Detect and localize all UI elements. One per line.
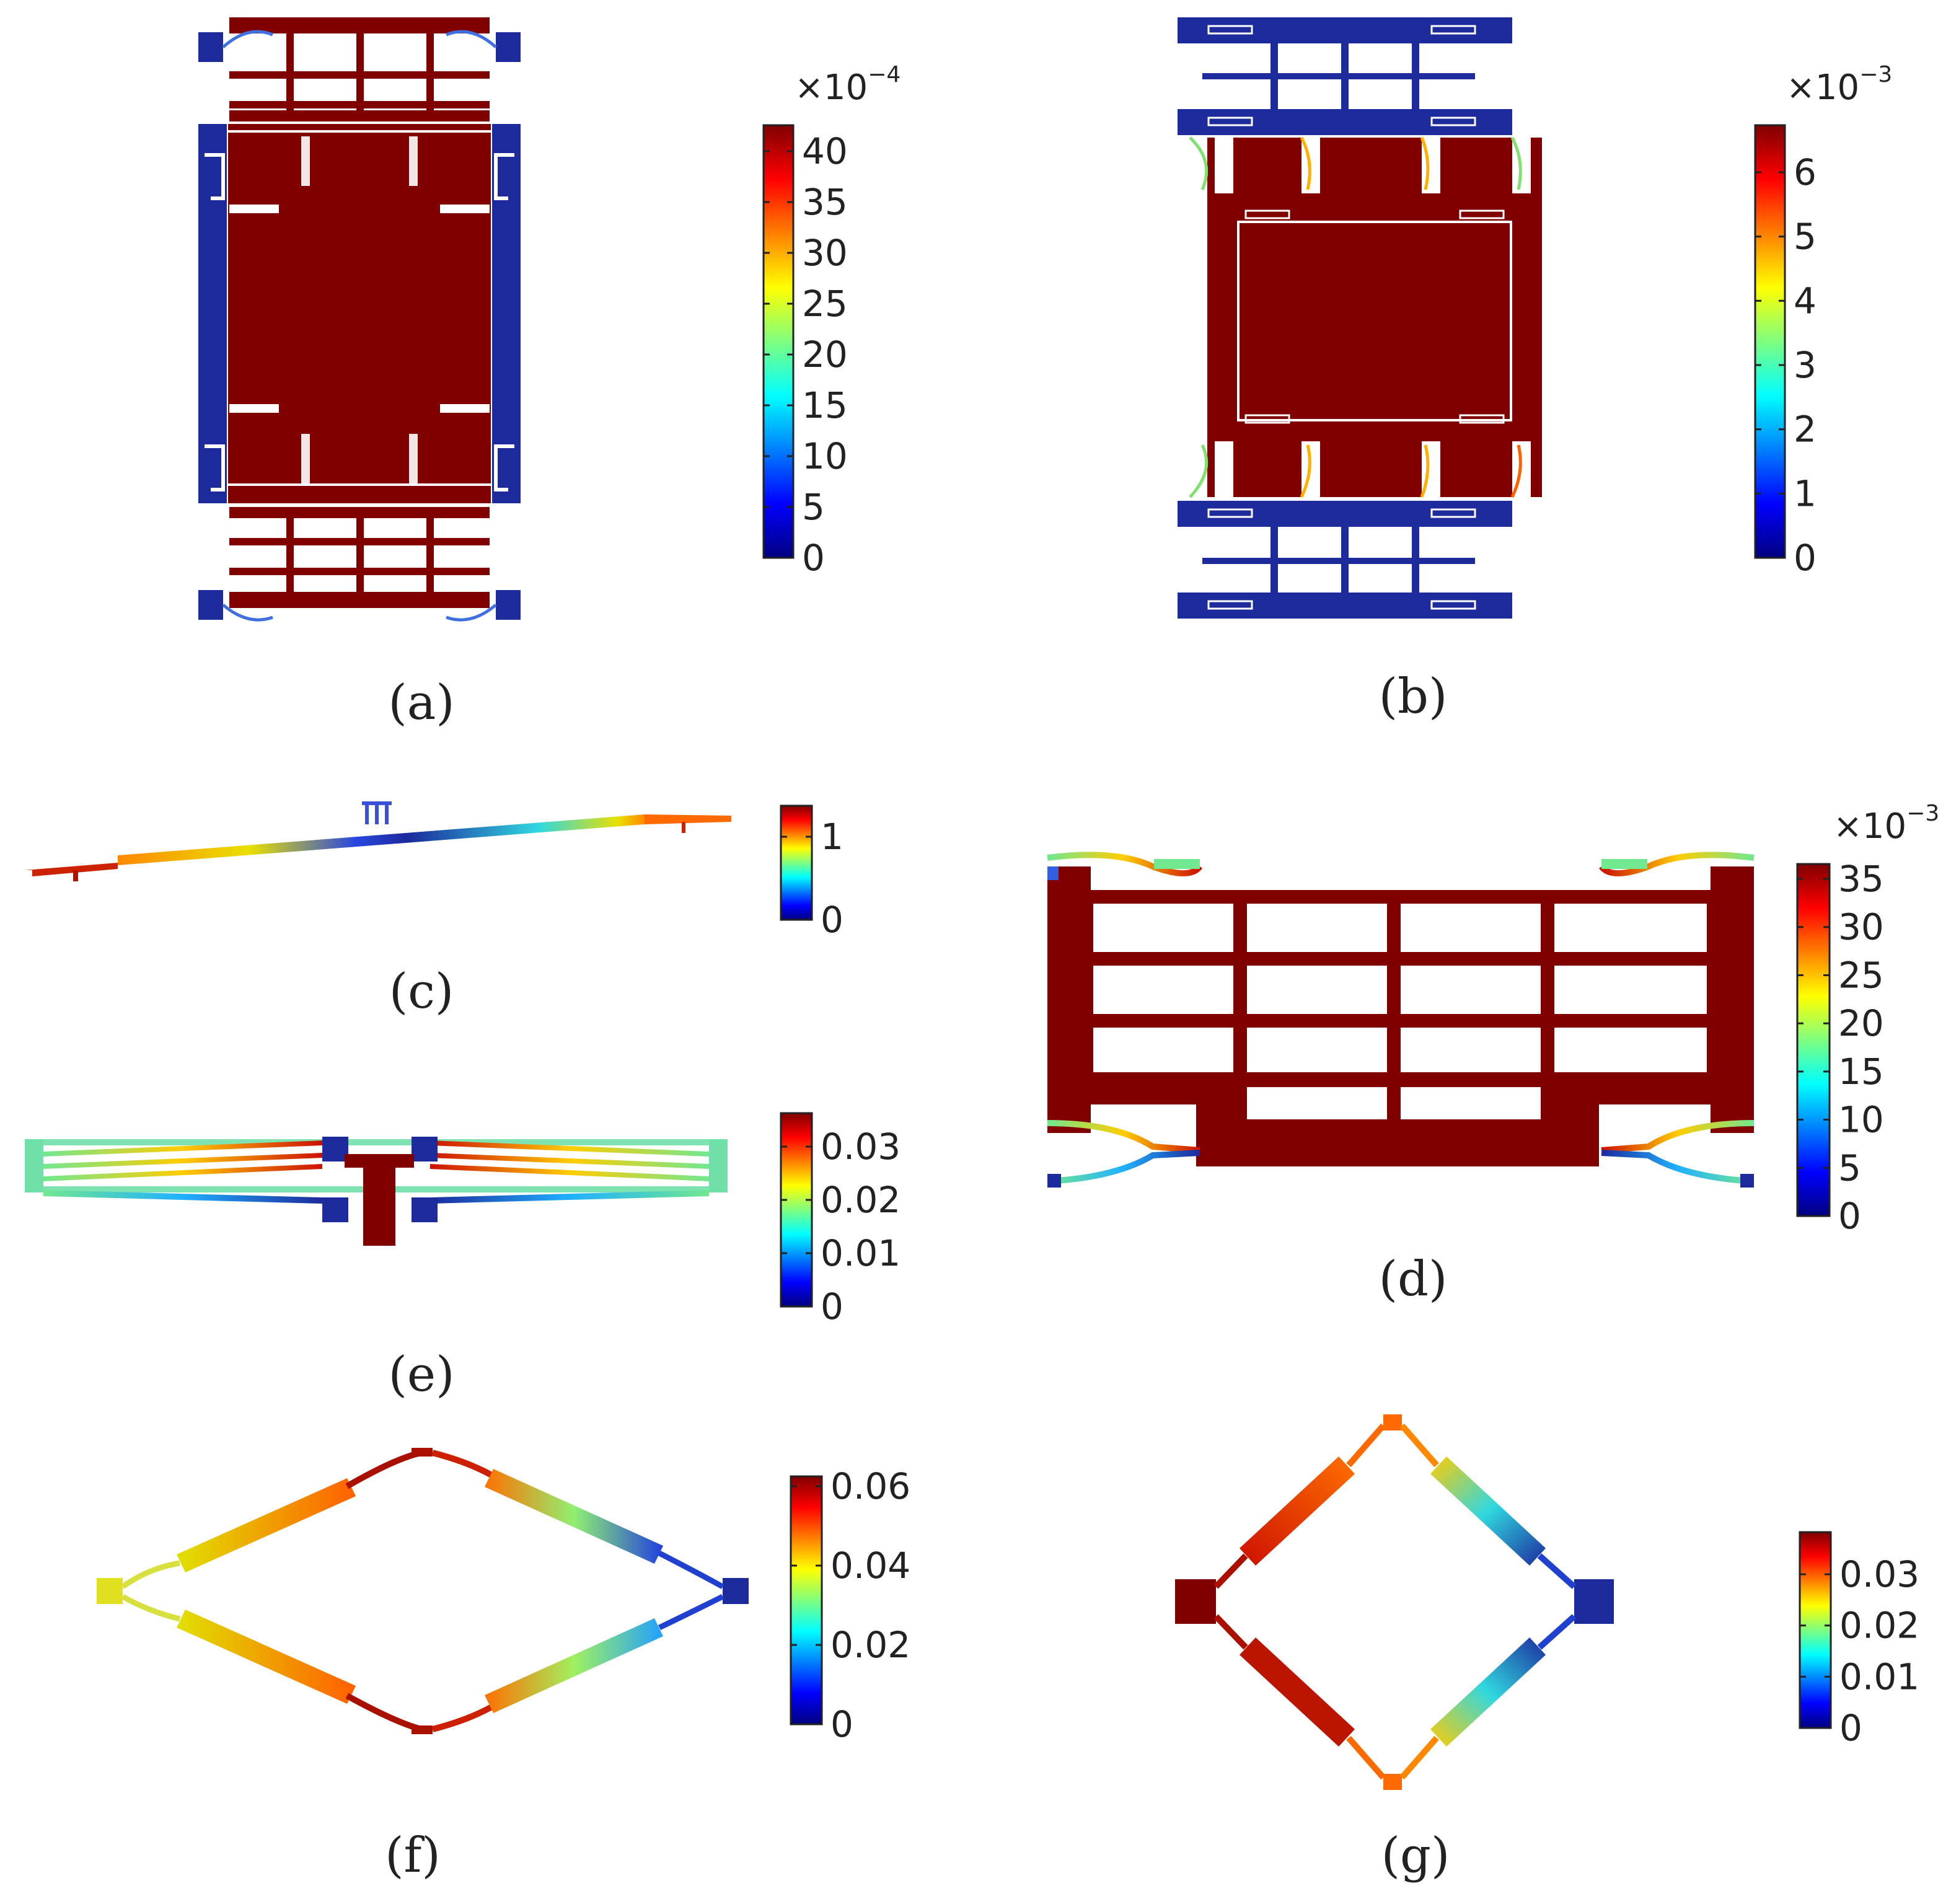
colorbar-tick-label: 35 (802, 181, 848, 223)
colorbar-tick-label: 6 (1794, 151, 1817, 193)
colorbar-tick-label: 0.06 (830, 1465, 910, 1507)
colorbar-tick-label: 15 (802, 384, 848, 426)
panel-g-colorbar: 0.03 0.02 0.01 0 (1799, 1531, 1919, 1749)
colorbar-tick-label: 0 (821, 1285, 843, 1328)
panel-d-colorbar-ramp (1796, 863, 1831, 1217)
panel-c: 10 (c) (25, 801, 843, 1020)
panel-f: 0.06 0.04 0.02 0 (f) (97, 1448, 910, 1884)
panel-e: 0.03 0.02 0.01 0 (e) (25, 1112, 901, 1403)
panel-c-colorbar-ticks: 10 (781, 816, 843, 941)
panel-f-caption: (f) (385, 1828, 441, 1884)
panel-d-colorbar-multiplier: ×10−3 (1833, 801, 1939, 847)
panel-d-structure (1047, 852, 1755, 1188)
panel-e-colorbar: 0.03 0.02 0.01 0 (780, 1112, 901, 1328)
panel-c-colorbar-ramp (780, 804, 813, 921)
panel-a-caption: (a) (388, 675, 454, 731)
colorbar-tick-label: 0 (802, 537, 825, 579)
panel-g-caption: (g) (1381, 1828, 1450, 1884)
colorbar-tick-label: 0 (830, 1703, 853, 1745)
panel-b-colorbar-multiplier: ×10−3 (1786, 62, 1892, 108)
colorbar-tick-label: 15 (1838, 1051, 1884, 1093)
colorbar-tick-label: 20 (1838, 1002, 1884, 1044)
colorbar-tick-label: 2 (1794, 408, 1817, 451)
panel-f-colorbar: 0.06 0.04 0.02 0 (790, 1465, 910, 1745)
colorbar-tick-label: 25 (1838, 954, 1884, 996)
panel-c-structure (25, 801, 731, 881)
panel-b-colorbar-ticks: 6 5 4 3 2 1 0 (1755, 151, 1817, 579)
colorbar-tick-label: 0 (821, 899, 843, 941)
colorbar-tick-label: 40 (802, 130, 848, 172)
colorbar-tick-label: 0.01 (821, 1232, 901, 1274)
colorbar-tick-label: 35 (1838, 858, 1884, 900)
panel-d-caption: (d) (1379, 1251, 1448, 1307)
colorbar-tick-label: 10 (1838, 1099, 1884, 1141)
panel-g-structure (1175, 1414, 1614, 1790)
colorbar-tick-label: 0.02 (821, 1179, 901, 1221)
panel-a: ×10−4 40 35 30 25 20 15 10 5 0 (a) (198, 17, 901, 731)
colorbar-tick-label: 0.03 (821, 1126, 901, 1168)
panel-b-structure (1178, 17, 1542, 619)
colorbar-tick-label: 25 (802, 283, 848, 325)
colorbar-tick-label: 0.04 (830, 1545, 910, 1587)
colorbar-tick-label: 3 (1794, 344, 1817, 386)
panel-e-structure (25, 1137, 728, 1246)
colorbar-tick-label: 0.03 (1839, 1553, 1919, 1595)
panel-f-structure (97, 1448, 749, 1734)
colorbar-tick-label: 1 (821, 816, 843, 858)
colorbar-tick-label: 10 (802, 435, 848, 477)
panel-c-colorbar: 10 (780, 804, 843, 941)
colorbar-tick-label: 5 (1838, 1147, 1861, 1189)
panel-a-colorbar-ticks: 40 35 30 25 20 15 10 5 0 (764, 130, 848, 579)
colorbar-tick-label: 20 (802, 333, 848, 376)
panel-a-colorbar-ramp (762, 124, 795, 559)
panel-g: 0.03 0.02 0.01 0 (g) (1175, 1414, 1919, 1884)
colorbar-tick-label: 0 (1839, 1707, 1862, 1749)
panel-e-caption: (e) (388, 1347, 454, 1403)
panel-b-colorbar: ×10−3 6 5 4 3 2 1 0 (1754, 62, 1892, 579)
panel-d-colorbar-ticks: 35 30 25 20 15 10 5 0 (1797, 858, 1884, 1237)
colorbar-tick-label: 0 (1838, 1195, 1861, 1237)
colorbar-tick-label: 4 (1794, 280, 1817, 322)
panel-a-structure (198, 17, 521, 622)
panel-g-colorbar-ramp (1799, 1531, 1832, 1729)
panel-f-colorbar-ticks: 0.06 0.04 0.02 0 (791, 1465, 910, 1745)
colorbar-tick-label: 0 (1794, 537, 1817, 579)
colorbar-tick-label: 0.02 (1839, 1605, 1919, 1647)
colorbar-tick-label: 5 (1794, 216, 1817, 258)
colorbar-tick-label: 0.01 (1839, 1655, 1919, 1698)
panel-b-caption: (b) (1379, 669, 1448, 725)
colorbar-tick-label: 1 (1794, 472, 1817, 514)
colorbar-tick-label: 30 (1838, 906, 1884, 948)
panel-d-colorbar: ×10−3 35 30 25 20 15 10 5 0 (1796, 801, 1939, 1237)
panel-b: ×10−3 6 5 4 3 2 1 0 (b) (1178, 17, 1892, 725)
colorbar-tick-label: 5 (802, 486, 825, 528)
panel-g-colorbar-ticks: 0.03 0.02 0.01 0 (1800, 1553, 1919, 1749)
panel-c-caption: (c) (389, 964, 454, 1020)
panel-a-colorbar-multiplier: ×10−4 (795, 62, 901, 108)
colorbar-tick-label: 30 (802, 232, 848, 274)
panel-b-colorbar-ramp (1754, 124, 1786, 559)
panel-e-colorbar-ramp (780, 1112, 813, 1308)
colorbar-tick-label: 0.02 (830, 1624, 910, 1666)
panel-e-colorbar-ticks: 0.03 0.02 0.01 0 (781, 1126, 901, 1328)
panel-f-colorbar-ramp (790, 1475, 823, 1726)
panel-a-colorbar: ×10−4 40 35 30 25 20 15 10 5 0 (762, 62, 901, 579)
panel-d: ×10−3 35 30 25 20 15 10 5 0 (d) (1047, 801, 1939, 1307)
